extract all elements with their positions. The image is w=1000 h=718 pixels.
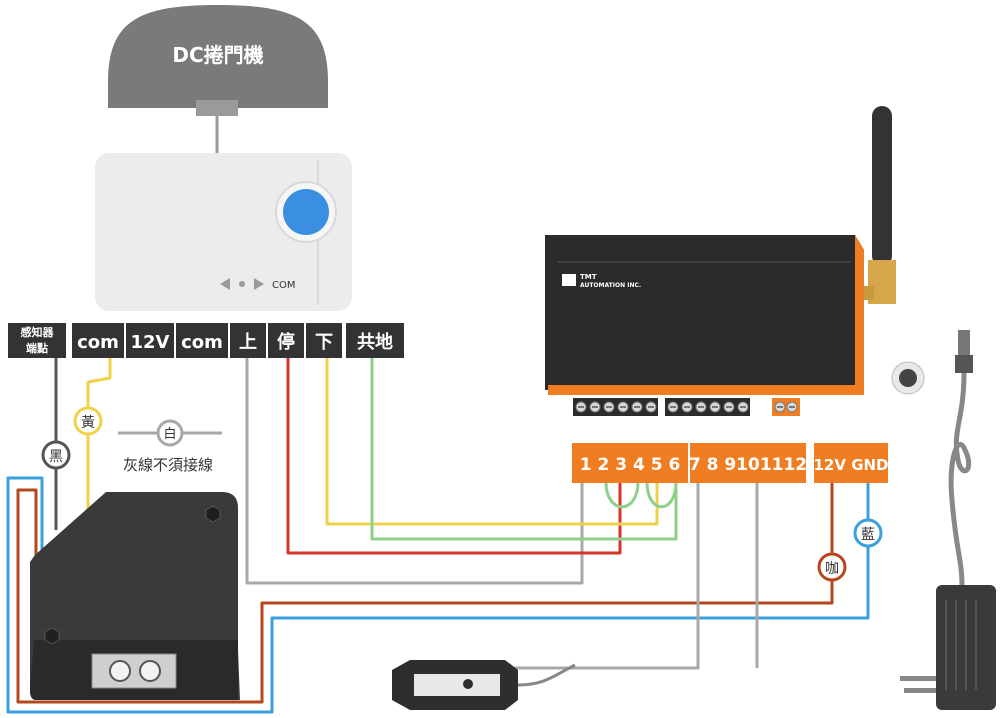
sensor-window — [91, 653, 177, 689]
terminal-label-3: 上 — [239, 332, 257, 353]
wire-tag-brown: 咖 — [825, 561, 839, 577]
module-terminals-1-6: 1 2 3 4 5 6 — [580, 455, 681, 475]
sensor-unit — [30, 492, 240, 700]
green-jumper-1 — [604, 481, 640, 509]
terminal-label-6: 共地 — [357, 331, 393, 353]
terminal-label-5: 下 — [315, 332, 333, 353]
magnetic-contact — [392, 660, 576, 710]
gray-wire-contact-a — [500, 482, 700, 670]
door-controller: COM — [95, 153, 352, 311]
terminal-box — [176, 323, 228, 358]
terminal-label-1: 12V — [131, 332, 170, 353]
terminal-box — [268, 323, 304, 358]
terminal-box — [346, 323, 404, 358]
brand-logo-icon — [562, 274, 576, 286]
sensor-terminal-label-1: 感知器 — [21, 325, 55, 339]
terminal-label-row: 感知器 端點 com 12V com 上停下 共地 — [8, 323, 404, 358]
blue-wire-gnd — [6, 476, 870, 714]
sensor-screw-icon — [205, 505, 221, 523]
terminal-label-2: com — [181, 332, 223, 353]
plug-prong-icon — [904, 688, 936, 693]
terminal-label-4: 停 — [277, 331, 295, 353]
sensor-terminal-label-2: 端點 — [26, 341, 48, 355]
terminal-boxes: com 12V com 上停下 共地 — [72, 323, 404, 358]
terminal-box — [230, 323, 266, 358]
module-terminals-7-12: 7 8 9101112 — [689, 455, 807, 475]
module-brand-sub: AUTOMATION INC. — [580, 282, 641, 289]
wire-tag-white: 白 — [163, 426, 176, 442]
arrow-right-icon — [254, 278, 264, 290]
motor-title: DC捲門機 — [172, 43, 263, 67]
yellow-wire-down — [325, 358, 659, 526]
power-adapter — [900, 330, 996, 710]
gray-wire-note: 灰線不須接線 — [123, 456, 213, 474]
terminal-screws — [575, 401, 798, 413]
power-jack — [891, 361, 925, 395]
wire-tag-blue: 藍 — [861, 527, 875, 543]
wire-tag-yellow: 黃 — [81, 415, 95, 431]
gray-wire-up — [245, 358, 584, 585]
green-wire-ground — [370, 358, 678, 541]
sensor-screw-icon — [44, 627, 60, 645]
dc-motor: DC捲門機 — [108, 5, 328, 153]
wire-tag-black: 黑 — [49, 449, 63, 465]
wire-tags: 黃 白 黑 咖 藍 灰線不須接線 — [41, 406, 883, 582]
automation-module: TMT AUTOMATION INC. 1 2 3 4 5 6 7 8 9101… — [545, 106, 896, 483]
arrow-left-icon — [220, 278, 230, 290]
terminal-box — [306, 323, 342, 358]
plug-prong-icon — [900, 676, 936, 681]
yellow-wire-sensor — [86, 358, 112, 510]
terminal-label-0: com — [77, 332, 119, 353]
module-brand: TMT — [580, 273, 597, 281]
module-terminals-power: 12V GND — [813, 456, 888, 474]
terminal-box — [126, 323, 174, 358]
dot-icon — [239, 281, 245, 287]
antenna-icon — [872, 106, 892, 266]
green-jumper-2 — [645, 481, 678, 509]
controller-com-label: COM — [272, 280, 295, 291]
terminal-box — [72, 323, 124, 358]
brown-wire-12v — [16, 482, 834, 704]
red-wire-stop — [286, 358, 622, 555]
